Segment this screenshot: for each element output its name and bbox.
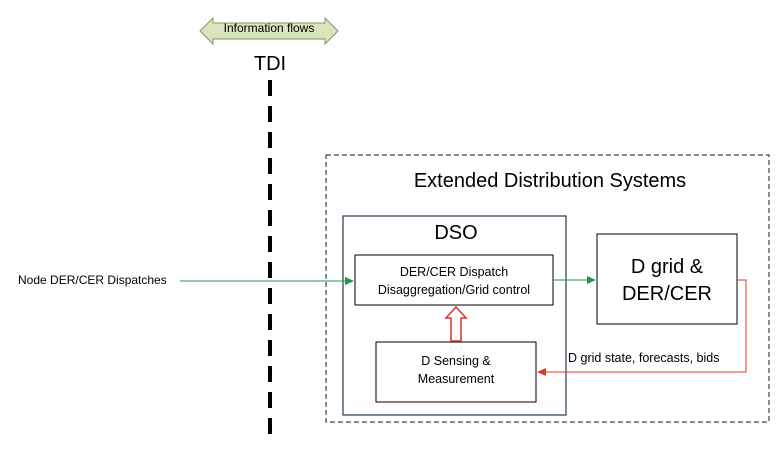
dispatch-line-1: DER/CER Dispatch xyxy=(399,265,509,279)
information-flow-label: Information flows xyxy=(223,21,315,35)
extended-system-title: Extended Distribution Systems xyxy=(413,170,687,192)
input-flow-label: Node DER/CER Dispatches xyxy=(18,273,167,287)
grid-block xyxy=(596,233,738,325)
grid-line-1: D grid & xyxy=(630,256,704,278)
sensing-block xyxy=(375,341,537,403)
sensing-block-text: D Sensing & Measurement xyxy=(376,352,536,388)
dso-title: DSO xyxy=(434,222,478,244)
dispatch-block xyxy=(354,254,554,306)
grid-block-text: D grid & DER/CER xyxy=(597,254,737,308)
grid-line-2: DER/CER xyxy=(621,283,712,305)
feedback-arrow xyxy=(537,279,747,376)
sensing-line-1: D Sensing & xyxy=(421,354,491,368)
sensing-line-2: Measurement xyxy=(417,372,495,387)
extended-system-box xyxy=(325,154,770,423)
dispatch-block-text: DER/CER Dispatch Disaggregation/Grid con… xyxy=(355,263,553,299)
tdi-label: TDI xyxy=(253,53,287,75)
feedback-flow-label: D grid state, forecasts, bids xyxy=(568,351,720,365)
dispatch-line-2: Disaggregation/Grid control xyxy=(377,283,531,298)
information-flow-arrow xyxy=(199,16,339,46)
sensing-to-dispatch-arrow xyxy=(444,305,468,342)
